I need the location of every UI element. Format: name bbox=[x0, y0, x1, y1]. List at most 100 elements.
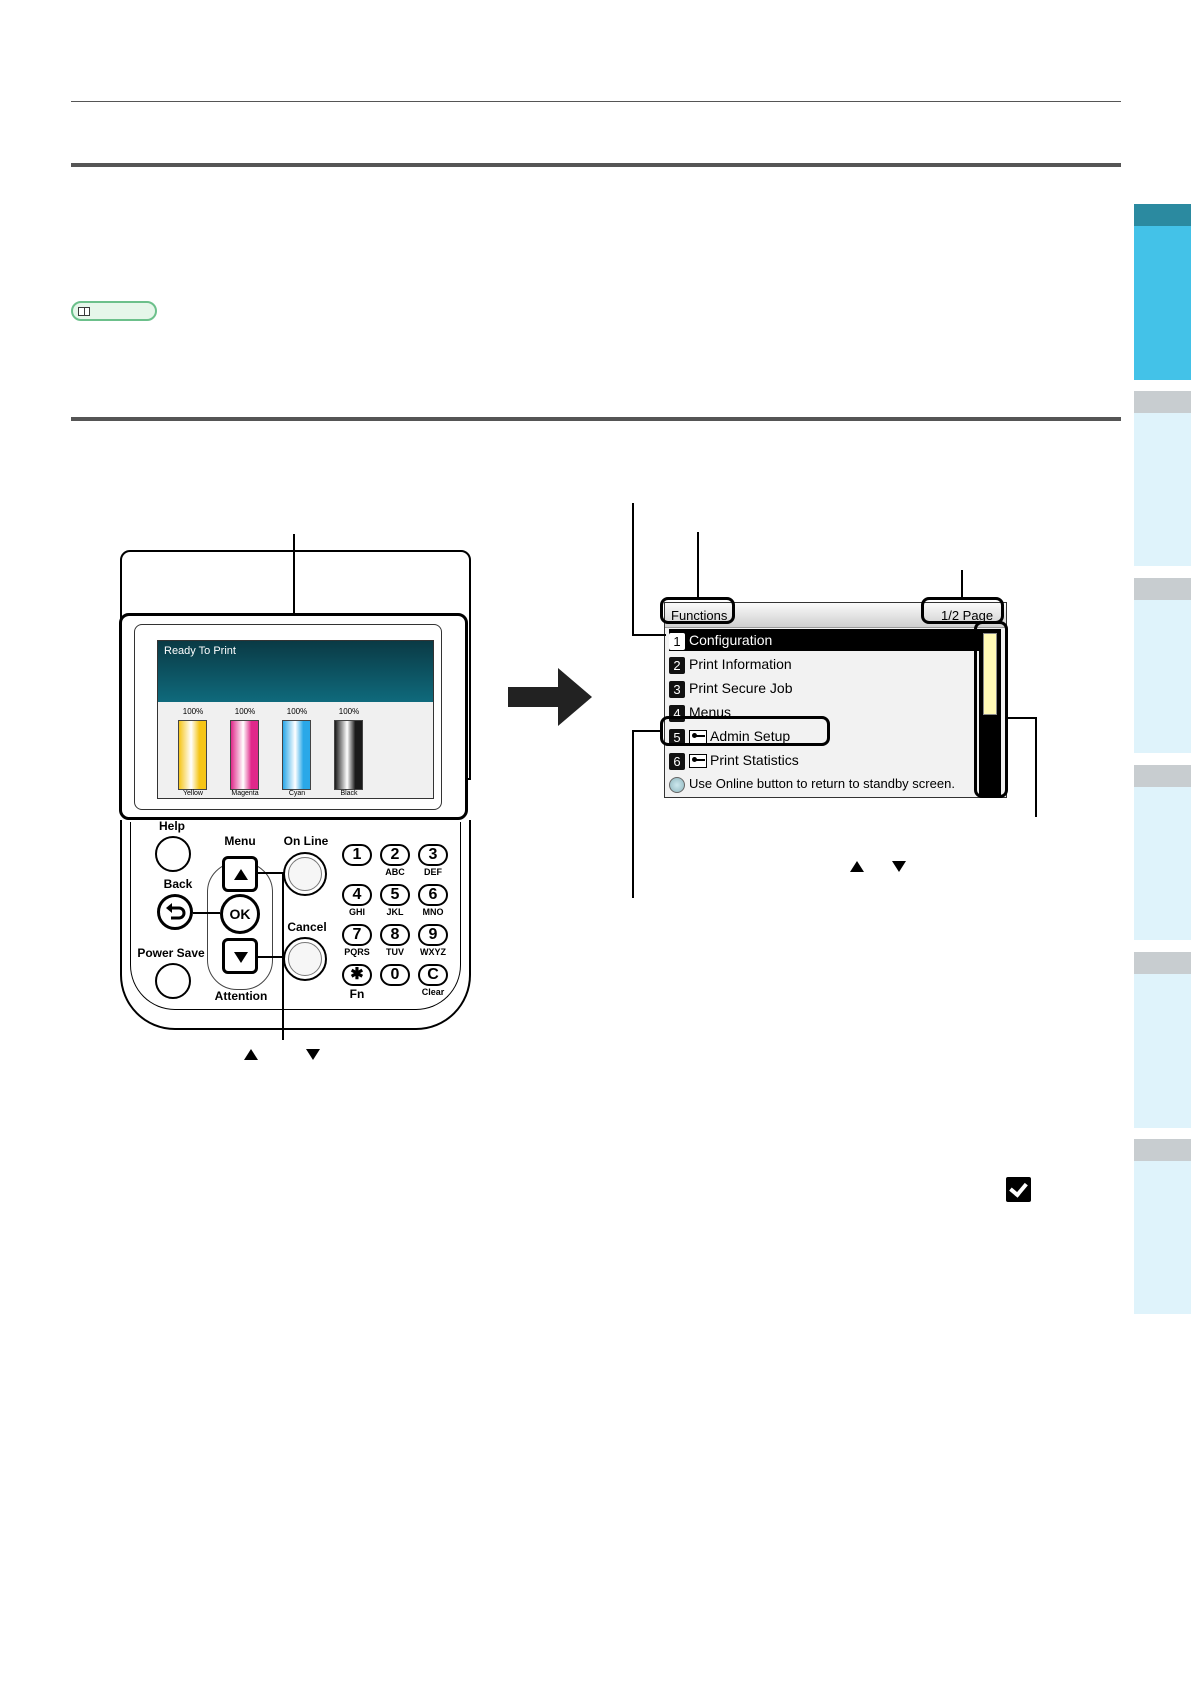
side-tab-3[interactable] bbox=[1134, 578, 1191, 753]
lcd-status-text: Ready To Print bbox=[164, 645, 236, 657]
callout-line-admin bbox=[632, 730, 634, 898]
toner-bar bbox=[282, 720, 311, 790]
menu-item-number: 3 bbox=[669, 680, 685, 698]
keypad-key[interactable]: 6 bbox=[418, 884, 448, 906]
callout-line-admin-h bbox=[632, 730, 662, 732]
transition-arrow bbox=[508, 687, 560, 707]
page-indicator: 1/2 Page bbox=[941, 608, 994, 623]
keypad-key[interactable]: 2 bbox=[380, 844, 410, 866]
keypad-key-letters: WXYZ bbox=[420, 947, 446, 957]
power-save-label: Power Save bbox=[137, 946, 205, 960]
side-tab-cap bbox=[1134, 578, 1191, 600]
toner-bar bbox=[230, 720, 259, 790]
callout-line-up bbox=[258, 872, 284, 874]
online-button[interactable] bbox=[283, 852, 327, 896]
back-label: Back bbox=[163, 877, 193, 891]
down-arrow-icon bbox=[234, 952, 248, 963]
callout-box-title bbox=[660, 597, 735, 624]
online-button-face bbox=[288, 857, 322, 891]
toner-bar bbox=[334, 720, 363, 790]
menu-item-label: Admin Setup bbox=[710, 728, 791, 744]
online-button-icon bbox=[669, 776, 685, 793]
down-arrow-icon bbox=[306, 1049, 320, 1060]
side-tab-cap bbox=[1134, 204, 1191, 226]
menu-item-number: 5 bbox=[669, 728, 685, 746]
help-button[interactable] bbox=[155, 836, 191, 872]
callout-line-down bbox=[258, 956, 284, 958]
menu-item-label: Print Statistics bbox=[710, 752, 799, 768]
keypad-key-letters: JKL bbox=[386, 907, 404, 917]
toner-percent: 100% bbox=[286, 707, 308, 716]
toner-percent: 100% bbox=[338, 707, 360, 716]
keypad-key[interactable]: 4 bbox=[342, 884, 372, 906]
keypad-key[interactable]: 8 bbox=[380, 924, 410, 946]
book-icon bbox=[78, 307, 90, 316]
standby-lcd-screen: Ready To Print 100% Yellow 100% Magenta 100%… bbox=[157, 640, 434, 799]
cancel-button[interactable] bbox=[283, 937, 327, 981]
keypad-key[interactable]: 5 bbox=[380, 884, 410, 906]
attention-label: Attention bbox=[214, 989, 268, 1003]
standby-hint-text: Use Online button to return to standby s… bbox=[689, 776, 955, 791]
menu-item-number: 1 bbox=[669, 632, 685, 650]
keypad-key-letters: Clear bbox=[421, 987, 445, 997]
menu-item-number: 6 bbox=[669, 752, 685, 770]
down-arrow-icon bbox=[892, 861, 906, 872]
toner-name: Cyan bbox=[288, 790, 306, 797]
lcd-header: Ready To Print bbox=[158, 641, 433, 702]
side-tab-2[interactable] bbox=[1134, 391, 1191, 566]
menu-item-label: Print Secure Job bbox=[689, 680, 793, 696]
toner-name: Yellow bbox=[183, 790, 203, 797]
callout-line-title bbox=[697, 532, 699, 598]
back-button[interactable] bbox=[157, 894, 193, 930]
keypad-key-letters: GHI bbox=[348, 907, 365, 917]
keypad-key[interactable]: 9 bbox=[418, 924, 448, 946]
side-tab-1[interactable] bbox=[1134, 204, 1191, 380]
menu-header-title: Functions bbox=[671, 608, 728, 623]
keypad-key[interactable]: 1 bbox=[342, 844, 372, 866]
section-rule-2 bbox=[71, 417, 1121, 421]
side-tab-5[interactable] bbox=[1134, 952, 1191, 1128]
callout-box-scrollbar bbox=[974, 621, 1008, 798]
keypad-key[interactable]: 7 bbox=[342, 924, 372, 946]
reference-badge[interactable] bbox=[71, 301, 157, 321]
menu-up-button[interactable] bbox=[222, 856, 258, 892]
power-save-button[interactable] bbox=[155, 963, 191, 999]
side-tab-cap bbox=[1134, 391, 1191, 413]
keypad-key-letters: ABC bbox=[385, 867, 405, 877]
toner-bar bbox=[178, 720, 207, 790]
callout-box-admin bbox=[660, 716, 830, 746]
keypad-key[interactable]: 0 bbox=[380, 964, 410, 986]
menu-label: Menu bbox=[224, 834, 256, 848]
menu-item[interactable]: 6 Print Statistics bbox=[669, 749, 981, 771]
up-arrow-icon bbox=[234, 869, 248, 880]
keypad-key[interactable]: C bbox=[418, 964, 448, 986]
toner-percent: 100% bbox=[234, 707, 256, 716]
up-arrow-icon bbox=[244, 1049, 258, 1060]
menu-down-button[interactable] bbox=[222, 938, 258, 974]
menu-item[interactable]: 5 Admin Setup bbox=[669, 725, 981, 747]
ok-button[interactable]: OK bbox=[220, 894, 260, 934]
keypad-key[interactable]: 3 bbox=[418, 844, 448, 866]
keypad-key-letters: PQRS bbox=[344, 947, 370, 957]
toner-percent: 100% bbox=[182, 707, 204, 716]
keypad-key[interactable]: ✱ bbox=[342, 964, 372, 986]
printer-panel-inner bbox=[130, 822, 461, 1010]
scrollbar-thumb[interactable] bbox=[983, 633, 997, 715]
callout-line-page bbox=[961, 570, 963, 598]
side-tab-cap bbox=[1134, 1139, 1191, 1161]
keypad-key-letters: Fn bbox=[349, 987, 365, 1001]
cancel-button-face bbox=[288, 942, 322, 976]
keypad-key-letters: TUV bbox=[386, 947, 404, 957]
help-label: Help bbox=[158, 819, 185, 833]
callout-line-selected bbox=[632, 503, 634, 635]
callout-line-scroll-h bbox=[1007, 717, 1037, 719]
side-tab-6[interactable] bbox=[1134, 1139, 1191, 1314]
toner-name: Magenta bbox=[231, 790, 259, 797]
checkmark-icon bbox=[1006, 1177, 1031, 1202]
toner-name: Black bbox=[340, 790, 358, 797]
section-rule-1 bbox=[71, 163, 1121, 167]
side-tab-4[interactable] bbox=[1134, 765, 1191, 940]
